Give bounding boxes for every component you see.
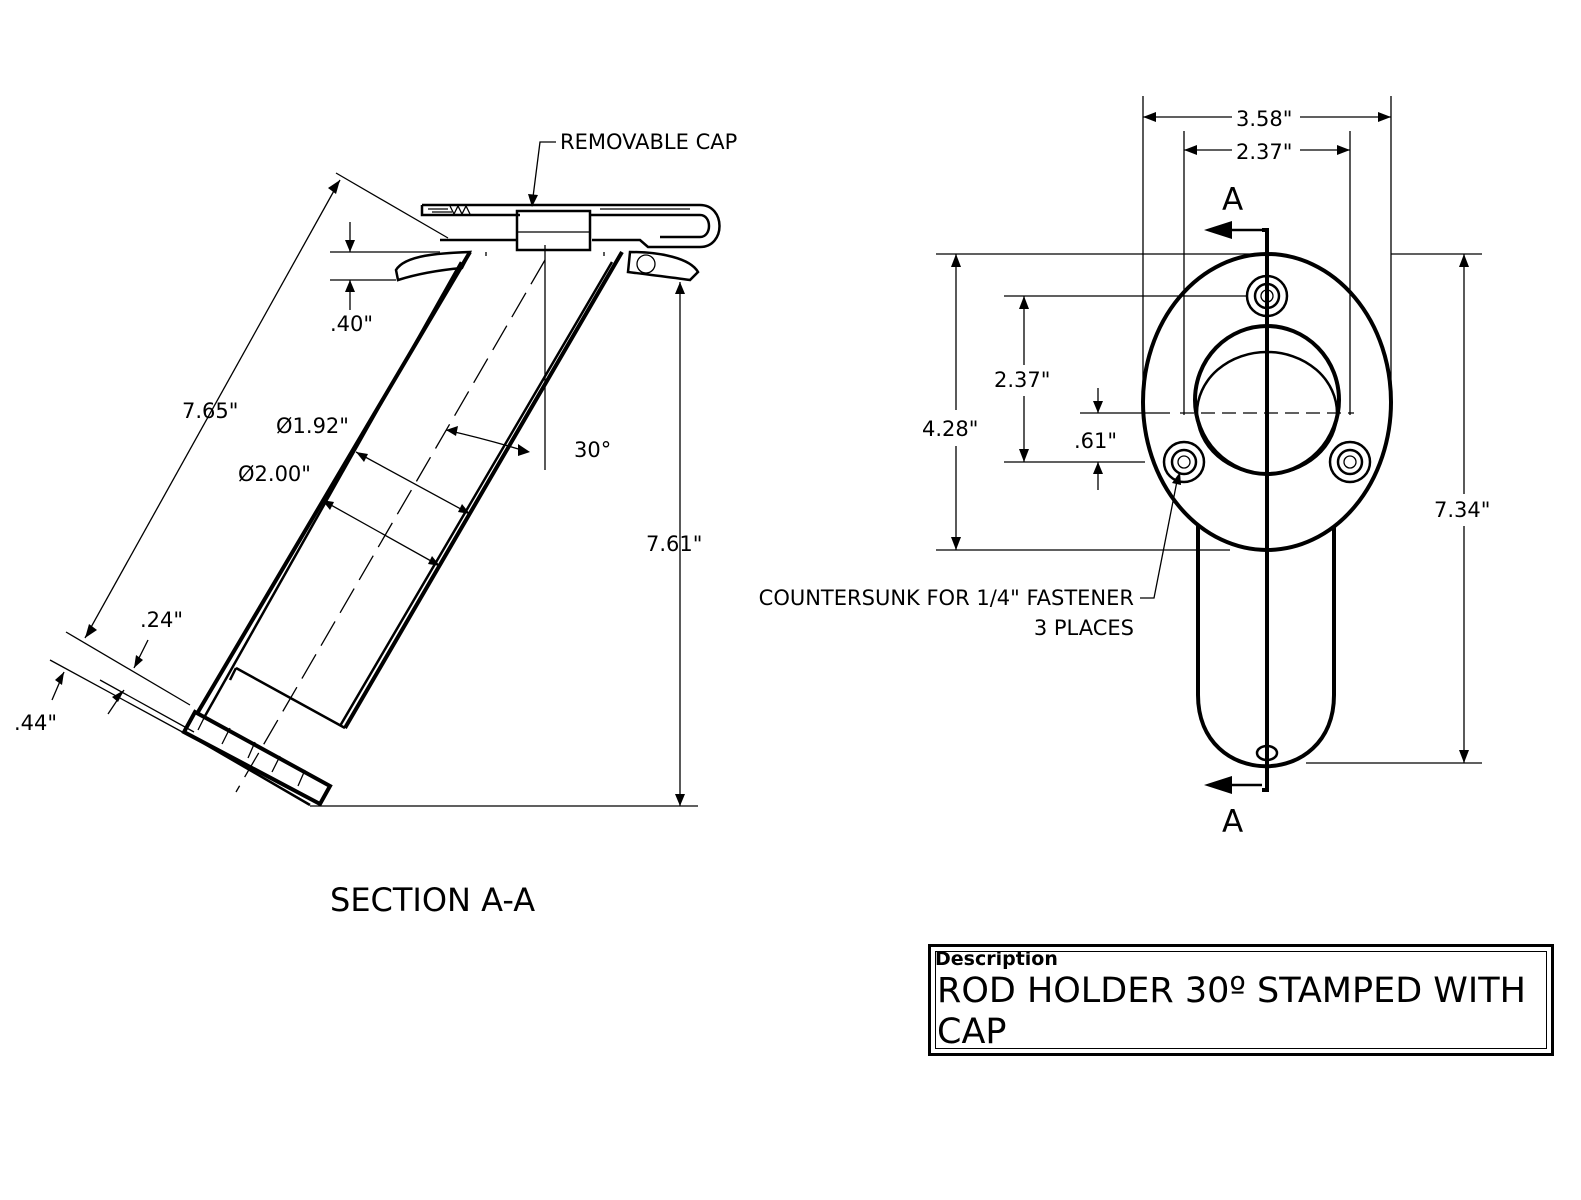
bottom-ring: [181, 709, 333, 807]
callout-removable-cap: REMOVABLE CAP: [560, 130, 737, 154]
dim-height: 7.61": [646, 532, 702, 556]
tube-body: [196, 250, 624, 730]
dim-inner-diameter: Ø1.92": [276, 414, 349, 438]
dim-overall-length: 7.65": [182, 399, 238, 423]
dim-width-inner: 2.37": [1236, 140, 1292, 164]
section-mark-top: A: [1222, 182, 1243, 218]
dim-hole-offset: .61": [1074, 429, 1117, 453]
dim-flange-thickness: .40": [330, 312, 373, 336]
section-title: SECTION A-A: [330, 881, 535, 919]
tube-centerline: [235, 259, 546, 793]
title-block: Description ROD HOLDER 30º STAMPED WITH …: [928, 944, 1554, 1056]
section-arrow-top: [1204, 221, 1232, 239]
section-mark-bottom: A: [1222, 804, 1243, 840]
callout-fastener-line1: COUNTERSUNK FOR 1/4" FASTENER: [759, 586, 1134, 610]
title-block-description: ROD HOLDER 30º STAMPED WITH CAP: [937, 971, 1526, 1052]
dim-bottom-ring: .24": [140, 608, 183, 632]
section-arrow-bottom: [1204, 776, 1232, 794]
title-block-heading: Description: [935, 948, 1058, 970]
dim-bottom-offset: .44": [14, 711, 57, 735]
dim-outer-diameter: Ø2.00": [238, 462, 311, 486]
dim-width-outer: 3.58": [1236, 107, 1292, 131]
dim-total-length: 7.34": [1434, 498, 1490, 522]
right-flange: [626, 250, 700, 282]
dim-height-flange: 4.28": [922, 417, 978, 441]
top-view: 3.58" 2.37" A A 2.37" 4.28" .61" 7.34" C…: [759, 96, 1490, 840]
dim-hole-spacing: 2.37": [994, 368, 1050, 392]
section-view: REMOVABLE CAP .40" 7.65" Ø1.92" Ø2.00" 3…: [14, 130, 737, 919]
callout-fastener-line2: 3 PLACES: [1034, 616, 1134, 640]
title-block-frame: [935, 951, 1547, 1049]
screw-hole-right: [1328, 440, 1372, 484]
dim-angle: 30°: [574, 438, 611, 462]
screw-hole-left: [1162, 440, 1206, 484]
removable-cap: [420, 203, 721, 252]
